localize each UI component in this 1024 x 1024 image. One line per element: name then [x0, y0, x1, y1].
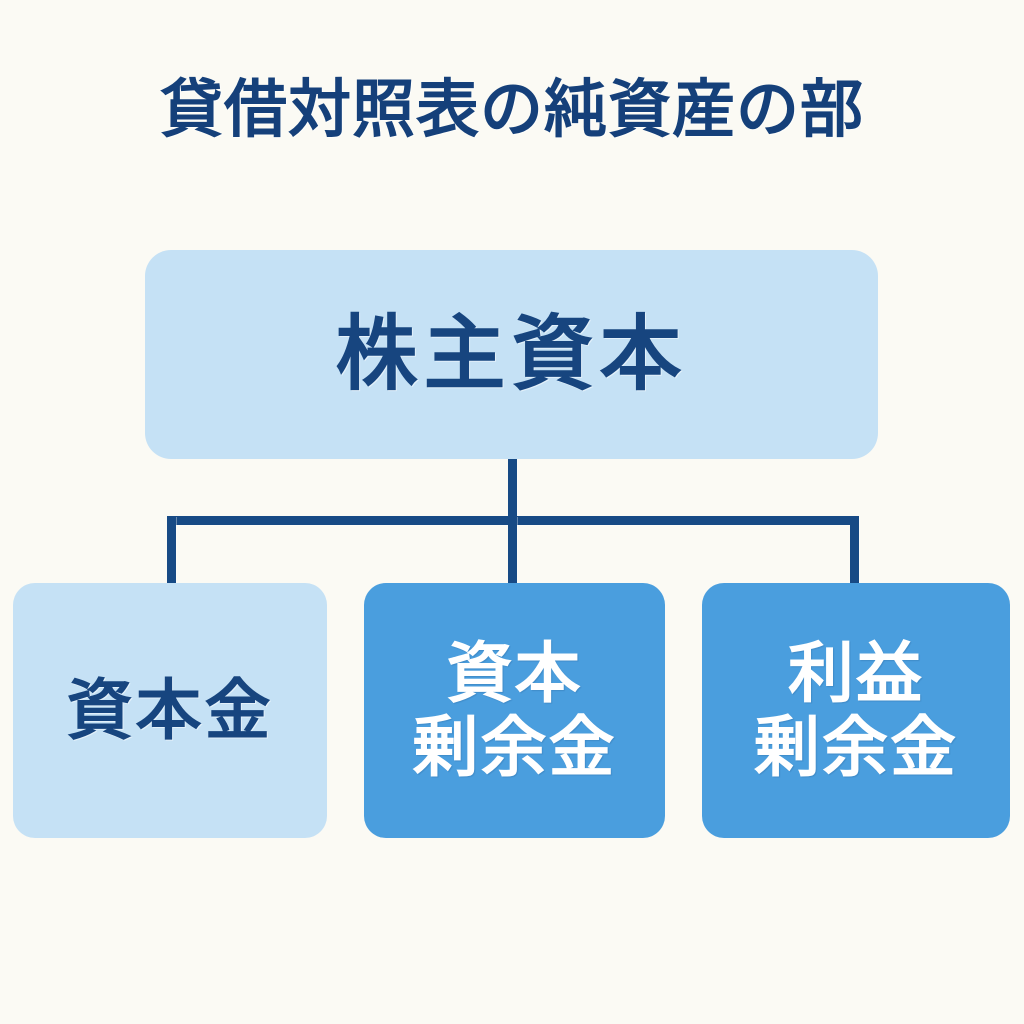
connector-stem-parent — [508, 457, 517, 523]
connector-horizontal-bus — [167, 516, 859, 525]
node-capital-stock-label: 資本金 — [66, 671, 274, 749]
node-retained-earnings[interactable]: 利益 剰余金 — [702, 583, 1010, 838]
node-capital-stock[interactable]: 資本金 — [13, 583, 327, 838]
node-capital-surplus-label: 資本 剰余金 — [412, 634, 617, 786]
node-capital-surplus[interactable]: 資本 剰余金 — [364, 583, 665, 838]
node-shareholders-equity-label: 株主資本 — [335, 306, 688, 402]
node-retained-earnings-label: 利益 剰余金 — [754, 634, 958, 786]
connector-drop-capital-surplus — [508, 516, 517, 586]
page-title: 貸借対照表の純資産の部 — [160, 73, 864, 146]
connector-drop-retained-earnings — [850, 516, 859, 586]
node-shareholders-equity[interactable]: 株主資本 — [145, 250, 878, 459]
connector-drop-capital-stock — [167, 516, 176, 586]
